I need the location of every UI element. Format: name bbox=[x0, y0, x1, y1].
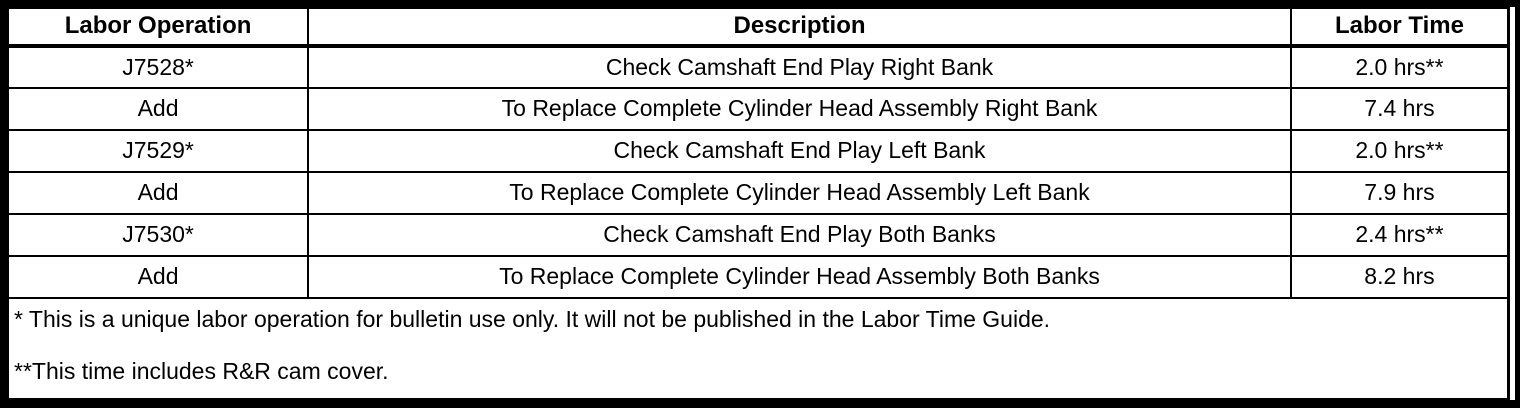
description-cell: To Replace Complete Cylinder Head Assemb… bbox=[307, 255, 1292, 299]
description-cell: To Replace Complete Cylinder Head Assemb… bbox=[307, 87, 1292, 131]
labor-operation-cell: Add bbox=[6, 171, 310, 215]
col-header-labor-operation: Labor Operation bbox=[6, 7, 310, 48]
labor-time-cell: 2.0 hrs** bbox=[1289, 129, 1510, 173]
labor-time-table: Labor Operation Description Labor Time J… bbox=[6, 7, 1510, 400]
labor-time-cell: 7.9 hrs bbox=[1289, 171, 1510, 215]
labor-time-cell: 8.2 hrs bbox=[1289, 255, 1510, 299]
labor-time-cell: 2.4 hrs** bbox=[1289, 213, 1510, 257]
description-cell: Check Camshaft End Play Both Banks bbox=[307, 213, 1292, 257]
description-cell: Check Camshaft End Play Right Bank bbox=[307, 45, 1292, 89]
labor-operation-cell: J7528* bbox=[6, 45, 310, 89]
description-cell: To Replace Complete Cylinder Head Assemb… bbox=[307, 171, 1292, 215]
labor-operation-cell: J7530* bbox=[6, 213, 310, 257]
col-header-labor-time: Labor Time bbox=[1289, 7, 1510, 48]
table-row: Add To Replace Complete Cylinder Head As… bbox=[6, 87, 1510, 131]
footnotes-row: * This is a unique labor operation for b… bbox=[7, 297, 1510, 400]
footnote-rr-cam-cover: **This time includes R&R cam cover. bbox=[14, 358, 389, 385]
header-row: Labor Operation Description Labor Time bbox=[6, 7, 1510, 48]
labor-time-cell: 7.4 hrs bbox=[1289, 87, 1510, 131]
col-header-description: Description bbox=[307, 7, 1292, 48]
table-row: Add To Replace Complete Cylinder Head As… bbox=[6, 171, 1510, 215]
footnote-unique-labor-op: * This is a unique labor operation for b… bbox=[14, 306, 1051, 332]
table-row: J7530* Check Camshaft End Play Both Bank… bbox=[6, 213, 1510, 257]
labor-operation-cell: Add bbox=[6, 255, 310, 299]
description-cell: Check Camshaft End Play Left Bank bbox=[307, 129, 1292, 173]
footnotes-cell: * This is a unique labor operation for b… bbox=[7, 297, 1510, 400]
table-row: Add To Replace Complete Cylinder Head As… bbox=[6, 255, 1510, 299]
table-row: J7529* Check Camshaft End Play Left Bank… bbox=[6, 129, 1510, 173]
table-row: J7528* Check Camshaft End Play Right Ban… bbox=[6, 45, 1510, 89]
labor-operation-cell: J7529* bbox=[6, 129, 310, 173]
labor-operation-cell: Add bbox=[6, 87, 310, 131]
labor-time-cell: 2.0 hrs** bbox=[1289, 45, 1510, 89]
